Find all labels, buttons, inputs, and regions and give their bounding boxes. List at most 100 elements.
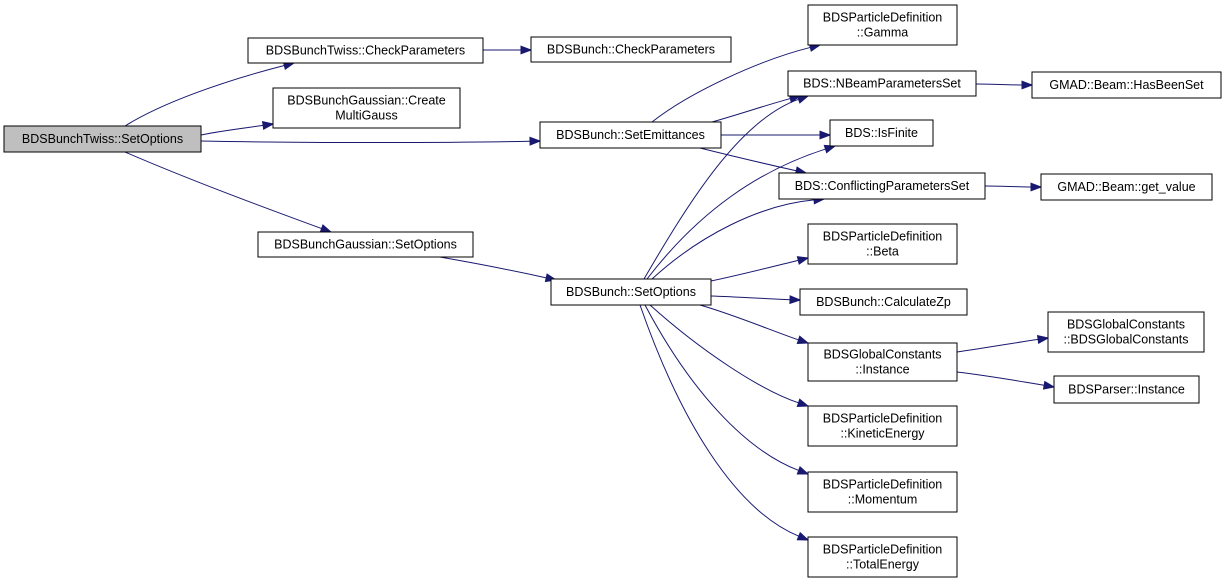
node-pd-beta[interactable]: BDSParticleDefinition::Beta — [807, 223, 958, 265]
node-box — [1031, 71, 1222, 99]
node-box — [539, 121, 722, 149]
edge-bunch_setoptions-to-pd_kineticenergy — [649, 304, 810, 407]
node-box — [807, 342, 958, 382]
node-box — [829, 119, 934, 147]
edge-line — [200, 140, 531, 144]
node-gc-instance[interactable]: BDSGlobalConstants::Instance — [807, 342, 958, 382]
edge-gc_instance-to-gc_constructor — [956, 335, 1050, 353]
edge-bunch_setemittances-to-bds_nbeamparametersset — [711, 94, 802, 123]
node-label: BDSBunchGaussian::Create — [287, 94, 445, 108]
node-label: BDSBunch::SetOptions — [566, 285, 696, 299]
node-twiss-checkparameters[interactable]: BDSBunchTwiss::CheckParameters — [247, 37, 484, 64]
node-box — [778, 172, 986, 200]
node-label: BDSBunchTwiss::CheckParameters — [266, 44, 465, 58]
edge-bunch_setoptions-to-pd_totalenergy — [639, 304, 810, 541]
node-label: BDSGlobalConstants — [823, 348, 941, 362]
edge-gc_instance-to-parser_instance — [956, 371, 1056, 390]
arrowhead-icon — [1021, 80, 1034, 90]
arrowhead-icon — [319, 224, 333, 233]
edge-twiss_setoptions-to-gaussian_createmultigauss — [200, 121, 275, 136]
edge-line — [439, 256, 547, 279]
node-label: BDS::IsFinite — [845, 126, 918, 140]
node-box — [3, 125, 202, 153]
edge-line — [699, 147, 797, 172]
node-pd-gamma[interactable]: BDSParticleDefinition::Gamma — [807, 4, 958, 46]
node-bunch-setoptions[interactable]: BDSBunch::SetOptions — [550, 278, 712, 306]
node-twiss-setoptions[interactable]: BDSBunchTwiss::SetOptions — [3, 125, 202, 153]
edge-line — [956, 371, 1045, 386]
node-box — [807, 471, 958, 513]
edge-line — [639, 304, 799, 537]
node-box — [787, 70, 977, 97]
node-label: BDSParticleDefinition — [823, 478, 943, 492]
node-label: BDS::ConflictingParametersSet — [795, 179, 970, 193]
node-label: ::Momentum — [848, 493, 917, 507]
node-box — [807, 405, 958, 447]
edge-line — [124, 65, 285, 127]
node-gmad-getvalue[interactable]: GMAD::Beam::get_value — [1040, 173, 1213, 201]
node-label: ::Gamma — [857, 26, 908, 40]
node-bds-nbeamparametersset[interactable]: BDS::NBeamParametersSet — [787, 70, 977, 97]
node-bds-isfinite[interactable]: BDS::IsFinite — [829, 119, 934, 147]
edge-line — [710, 259, 799, 282]
node-label: BDSBunchTwiss::SetOptions — [22, 132, 183, 146]
edge-line — [710, 295, 791, 301]
node-gc-constructor[interactable]: BDSGlobalConstants::BDSGlobalConstants — [1047, 311, 1205, 353]
node-box — [807, 223, 958, 265]
node-bunch-calculatezp[interactable]: BDSBunch::CalculateZp — [799, 288, 968, 316]
node-box — [799, 288, 968, 316]
node-box — [1040, 173, 1213, 201]
node-gmad-hasbeenset[interactable]: GMAD::Beam::HasBeenSet — [1031, 71, 1222, 99]
node-label: BDSBunch::CheckParameters — [547, 43, 715, 57]
node-box — [530, 36, 732, 63]
node-box — [272, 87, 461, 129]
edge-twiss_setoptions-to-bunch_setemittances — [200, 136, 542, 146]
node-bunch-setemittances[interactable]: BDSBunch::SetEmittances — [539, 121, 722, 149]
edge-line — [711, 98, 791, 123]
node-bunch-checkparameters[interactable]: BDSBunch::CheckParameters — [530, 36, 732, 63]
edge-line — [649, 304, 799, 404]
node-box — [257, 231, 474, 258]
node-box — [807, 536, 958, 578]
node-pd-totalenergy[interactable]: BDSParticleDefinition::TotalEnergy — [807, 536, 958, 578]
node-label: ::KineticEnergy — [840, 427, 925, 441]
arrowhead-icon — [823, 144, 837, 154]
edge-line — [699, 304, 799, 341]
edge-line — [124, 151, 322, 230]
edge-line — [200, 124, 264, 136]
arrowhead-icon — [796, 256, 810, 265]
arrowhead-icon — [1042, 380, 1056, 390]
node-box — [1053, 375, 1200, 404]
node-label: BDSParticleDefinition — [823, 230, 943, 244]
edge-line — [975, 83, 1023, 86]
node-parser-instance[interactable]: BDSParser::Instance — [1053, 375, 1200, 404]
node-pd-momentum[interactable]: BDSParticleDefinition::Momentum — [807, 471, 958, 513]
edge-bunch_setoptions-to-pd_beta — [710, 256, 810, 282]
edge-bds_nbeamparametersset-to-gmad_hasbeenset — [975, 80, 1034, 90]
arrowhead-icon — [796, 531, 810, 541]
node-pd-kineticenergy[interactable]: BDSParticleDefinition::KineticEnergy — [807, 405, 958, 447]
node-gaussian-setoptions[interactable]: BDSBunchGaussian::SetOptions — [257, 231, 474, 258]
node-label: GMAD::Beam::HasBeenSet — [1049, 78, 1204, 92]
node-bds-conflictingparametersset[interactable]: BDS::ConflictingParametersSet — [778, 172, 986, 200]
edge-line — [646, 148, 826, 280]
edge-bds_conflictingparametersset-to-gmad_getvalue — [984, 182, 1043, 192]
arrowhead-icon — [819, 130, 832, 140]
node-label: BDSParticleDefinition — [823, 543, 943, 557]
node-box — [1047, 311, 1205, 353]
edge-line — [984, 185, 1032, 188]
edge-bunch_setemittances-to-bds_isfinite — [721, 130, 832, 140]
node-label: BDSBunch::SetEmittances — [556, 128, 705, 142]
node-label: ::BDSGlobalConstants — [1063, 333, 1188, 347]
edge-twiss_setoptions-to-twiss_checkparameters — [124, 61, 296, 127]
edge-line — [651, 199, 815, 280]
arrowhead-icon — [1030, 182, 1043, 192]
node-label: ::Instance — [855, 363, 909, 377]
node-label: BDSBunchGaussian::SetOptions — [274, 238, 457, 252]
node-box — [550, 278, 712, 306]
arrowhead-icon — [796, 335, 810, 344]
edge-bunch_setoptions-to-pd_momentum — [644, 304, 810, 475]
node-label: ::TotalEnergy — [846, 558, 920, 572]
